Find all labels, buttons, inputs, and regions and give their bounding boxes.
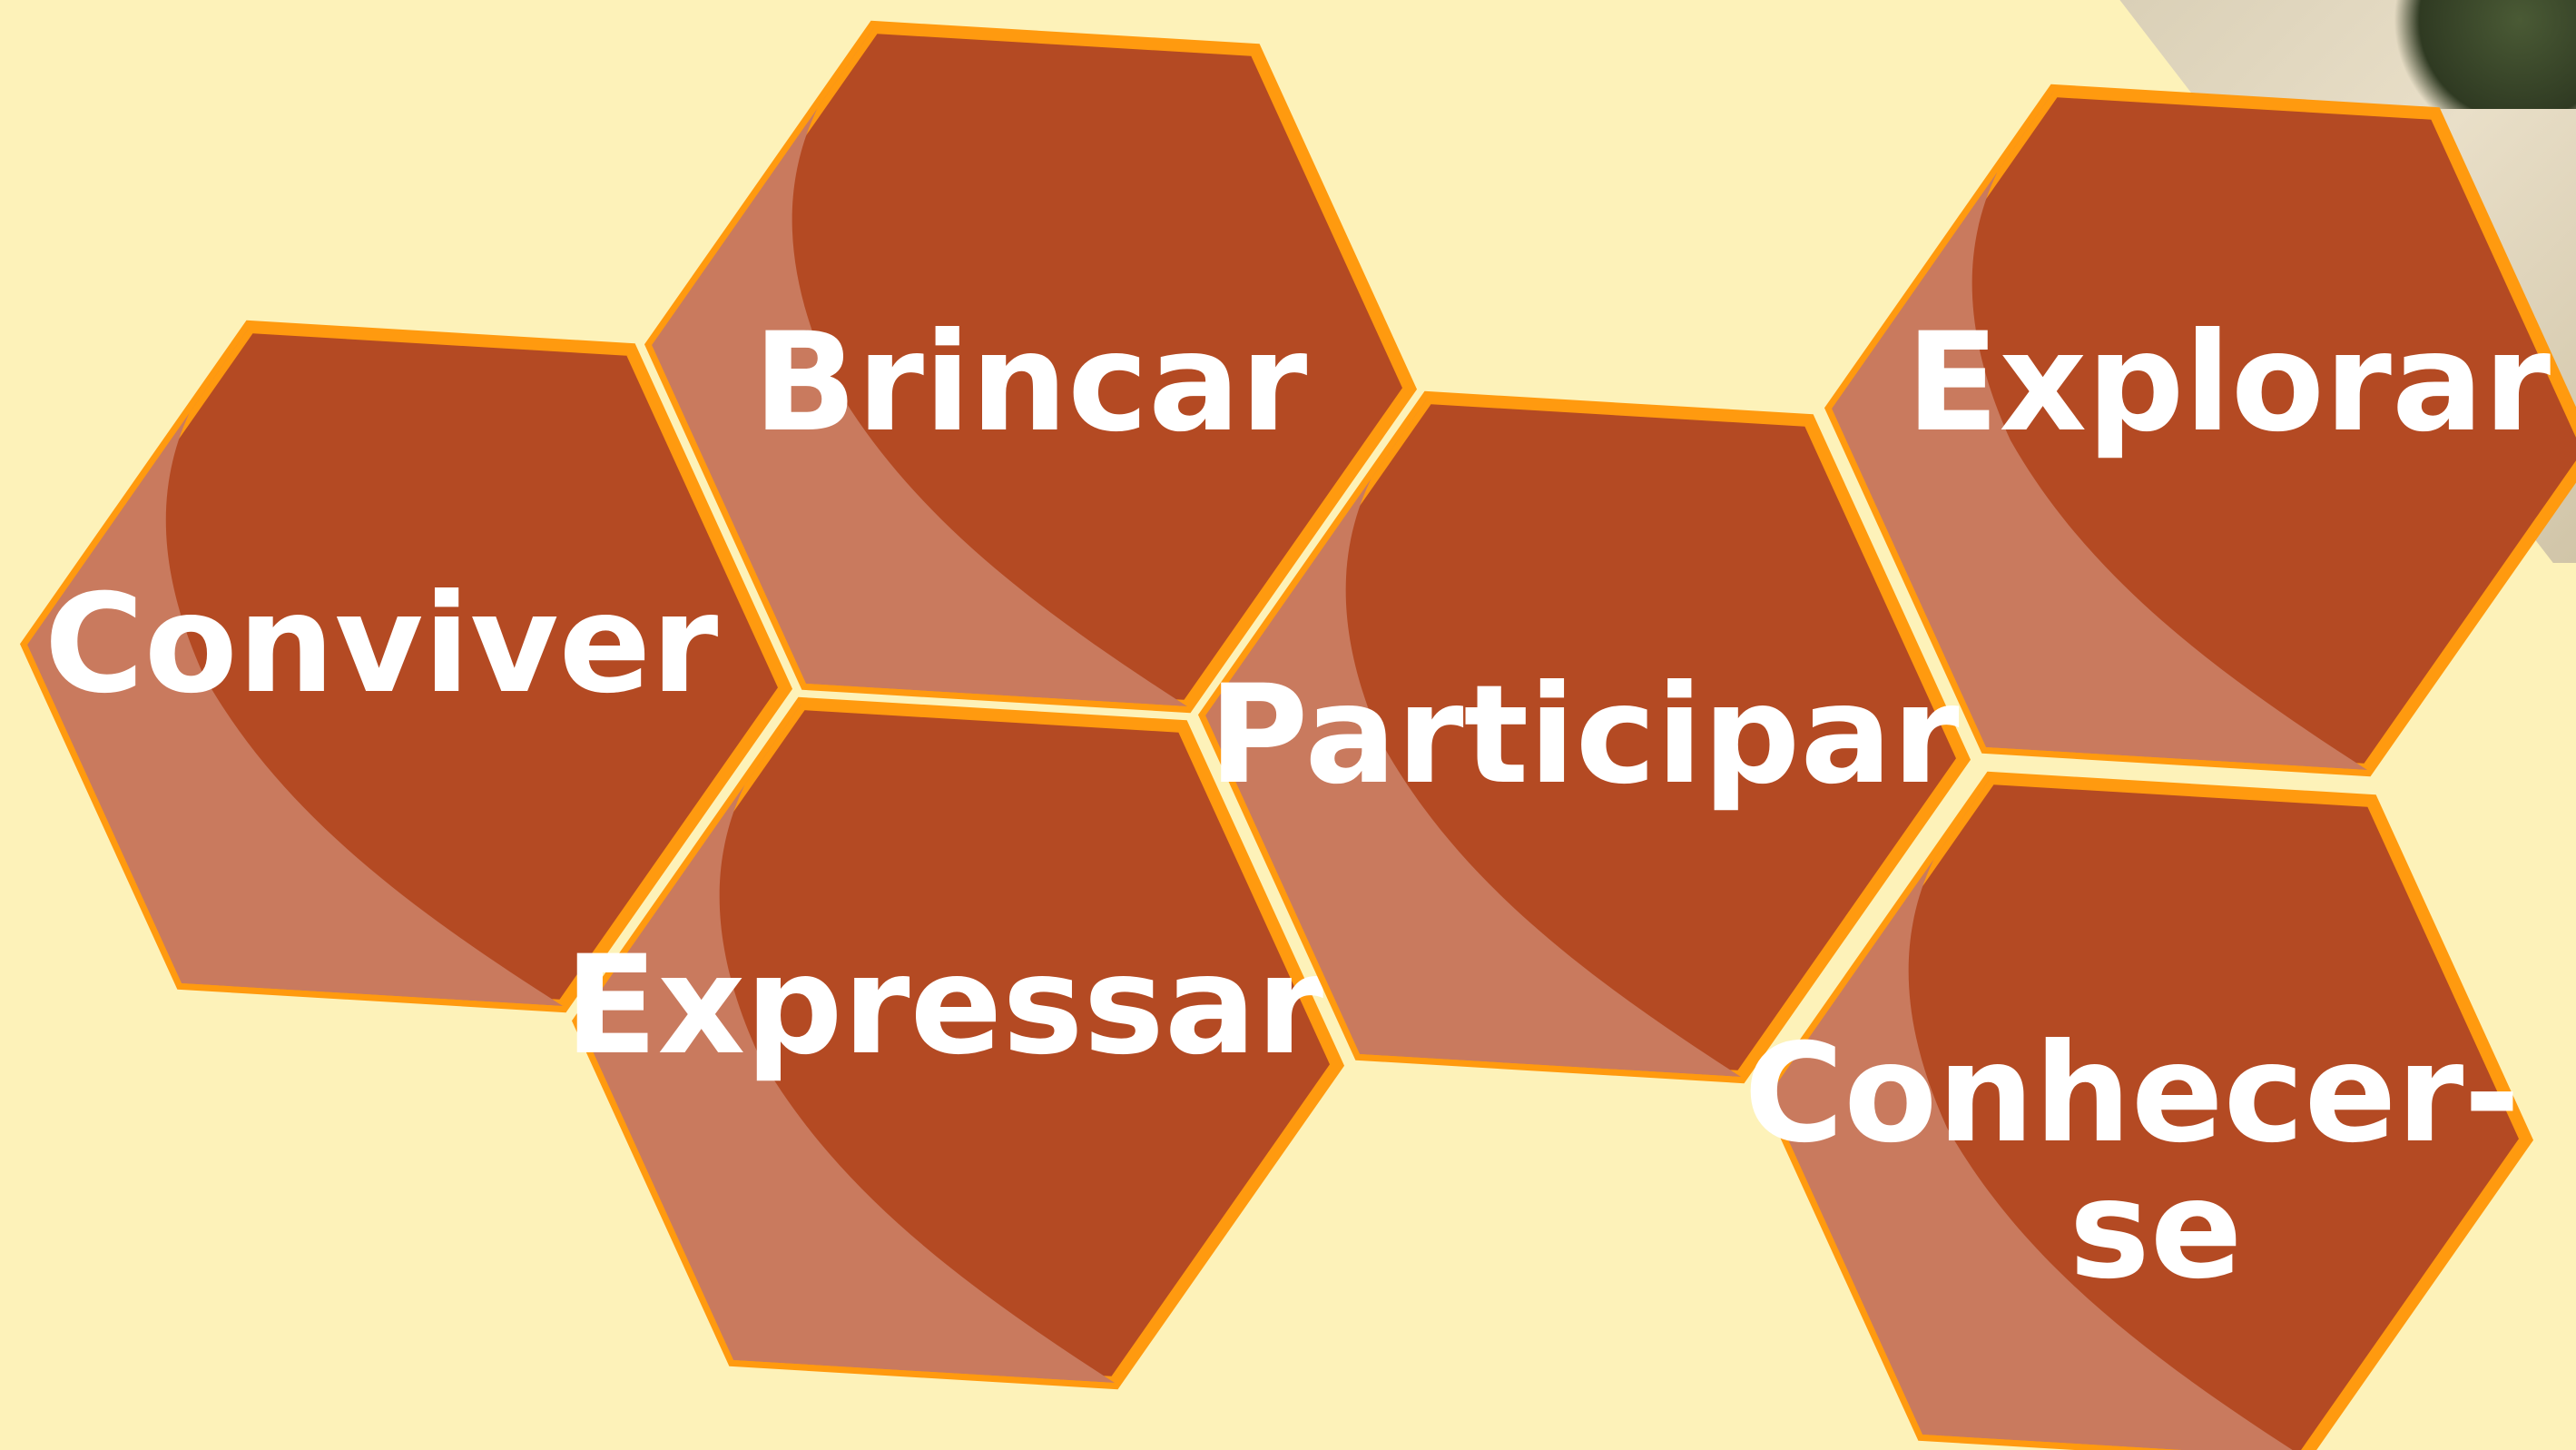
hexagon-label-explorar: Explorar xyxy=(1906,304,2551,462)
label-line: Explorar xyxy=(1906,304,2551,462)
hexagon-label-participar: Participar xyxy=(1208,656,1959,814)
label-line: Brincar xyxy=(753,304,1308,462)
hexagon-label-brincar: Brincar xyxy=(753,304,1308,462)
hexagon-label-conviver: Conviver xyxy=(44,566,719,724)
label-line: Participar xyxy=(1208,656,1959,814)
hexagon-participar: Participar xyxy=(1197,390,1971,1084)
hexagon-label-conhecer-se: Conhecer- se xyxy=(1744,1015,2568,1309)
hexagon-label-expressar: Expressar xyxy=(565,927,1323,1085)
photo-foliage xyxy=(2378,0,2576,109)
label-line: se xyxy=(2069,1151,2242,1309)
hexagon-brincar: Brincar xyxy=(644,20,1418,714)
hexagon-conhecer-se: Conhecer- se xyxy=(1744,771,2568,1450)
label-line: Expressar xyxy=(565,927,1323,1085)
hexagon-explorar: Explorar xyxy=(1824,84,2576,777)
label-line: Conviver xyxy=(44,566,719,724)
hexagon-expressar: Expressar xyxy=(565,696,1345,1390)
label-line: Conhecer- xyxy=(1744,1015,2520,1173)
hexagon-conviver: Conviver xyxy=(19,320,793,1013)
